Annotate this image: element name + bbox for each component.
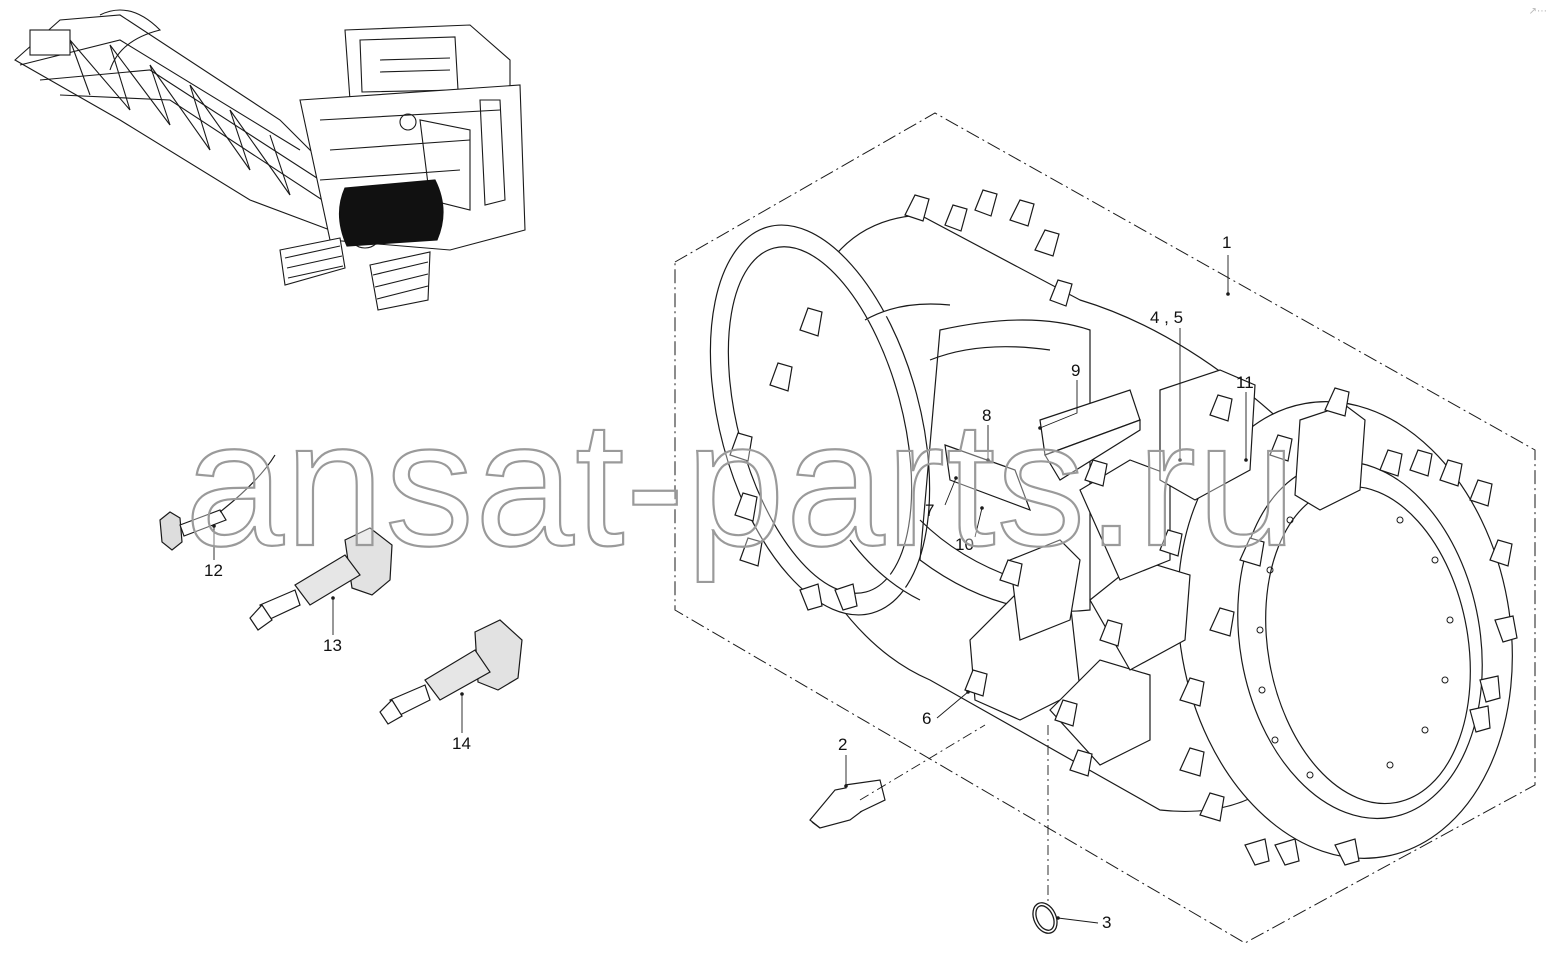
leader-lines xyxy=(213,255,1247,924)
leader-dots xyxy=(212,292,1248,920)
cutting-pick xyxy=(809,779,886,829)
callout-3: 3 xyxy=(1102,913,1112,932)
callout-12: 12 xyxy=(204,561,223,580)
holder-tool-14 xyxy=(379,619,523,725)
callout-4-5: 4 , 5 xyxy=(1150,308,1184,327)
callout-2: 2 xyxy=(838,735,848,754)
callout-7: 7 xyxy=(925,501,935,520)
callout-10: 10 xyxy=(955,535,974,554)
callout-11: 11 xyxy=(1236,373,1254,392)
callout-8: 8 xyxy=(982,406,992,425)
callout-1: 1 xyxy=(1222,233,1232,252)
callout-9: 9 xyxy=(1071,361,1081,380)
callout-14: 14 xyxy=(452,734,471,753)
holder-tool-13 xyxy=(249,527,393,631)
link-icon: ↗⋯ xyxy=(1528,6,1547,17)
callout-6: 6 xyxy=(922,709,932,728)
machine-overview xyxy=(14,9,526,311)
callout-13: 13 xyxy=(323,636,342,655)
retaining-ring xyxy=(1032,902,1058,934)
assembly-outline xyxy=(674,112,1536,944)
milling-drum xyxy=(709,189,1518,866)
extraction-tool-12 xyxy=(159,454,276,551)
